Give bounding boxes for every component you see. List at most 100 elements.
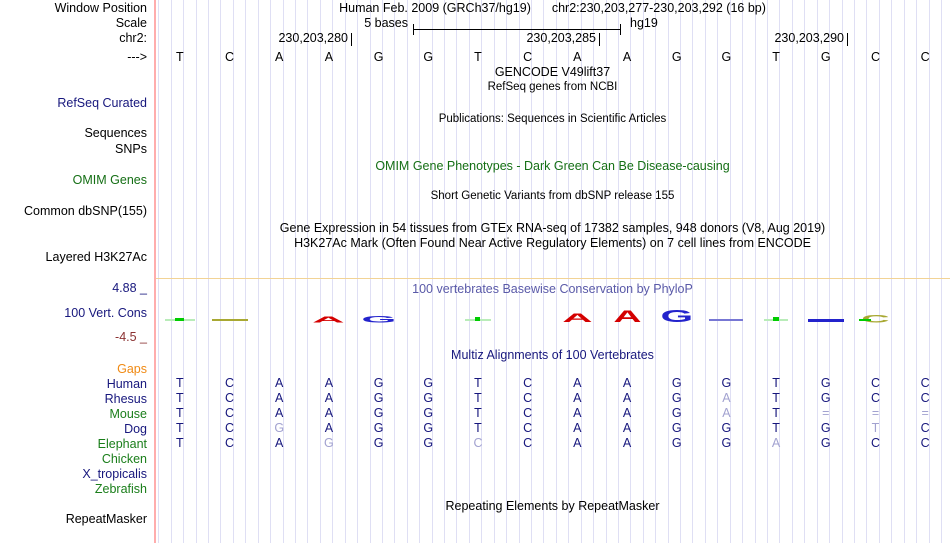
- alignment-base: T: [474, 376, 482, 390]
- multiz-species-label-x_tropicalis[interactable]: X_tropicalis: [82, 467, 147, 481]
- alignment-base: G: [423, 391, 434, 405]
- grid-line: [444, 0, 445, 543]
- grid-line: [891, 0, 893, 543]
- dbsnp-track-title: Short Genetic Variants from dbSNP releas…: [430, 190, 675, 202]
- grid-line: [754, 0, 756, 543]
- alignment-base: T: [772, 391, 780, 405]
- track-label-layered-h3k27ac[interactable]: Layered H3K27Ac: [45, 250, 147, 264]
- alignment-base: A: [622, 406, 632, 420]
- alignment-base: C: [920, 376, 930, 390]
- grid-line: [767, 0, 768, 543]
- sequence-base: C: [523, 50, 533, 64]
- grid-line: [232, 0, 234, 543]
- phylop-dot: [175, 318, 185, 321]
- grid-line: [195, 0, 197, 543]
- grid-line: [518, 0, 520, 543]
- conservation-min-value: -4.5 _: [115, 330, 147, 344]
- sequence-base: A: [573, 50, 582, 64]
- alignment-base: G: [721, 376, 732, 390]
- alignment-base: G: [373, 436, 384, 450]
- track-label-sequences[interactable]: Sequences: [84, 126, 147, 140]
- grid-line: [406, 0, 408, 543]
- alignment-base: T: [474, 406, 482, 420]
- alignment-base: G: [820, 436, 831, 450]
- grid-line: [680, 0, 681, 543]
- multiz-species-label-elephant[interactable]: Elephant: [97, 437, 147, 451]
- grid-line: [580, 0, 582, 543]
- scale-genome-label: hg19: [630, 16, 658, 30]
- track-label-common-dbsnp[interactable]: Common dbSNP(155): [24, 204, 147, 218]
- track-label-snps[interactable]: SNPs: [115, 142, 147, 156]
- grid-line: [183, 0, 185, 543]
- multiz-species-label-mouse[interactable]: Mouse: [109, 407, 147, 421]
- alignment-base: G: [373, 406, 384, 420]
- alignment-base: T: [176, 406, 184, 420]
- multiz-species-label-dog[interactable]: Dog: [124, 422, 147, 436]
- multiz-species-label-chicken[interactable]: Chicken: [101, 452, 147, 466]
- alignment-base: A: [622, 421, 632, 435]
- alignment-base: T: [176, 391, 184, 405]
- alignment-base: G: [274, 421, 285, 435]
- alignment-base: C: [870, 376, 880, 390]
- coordinate-label: 230,203,280: [278, 31, 348, 45]
- alignment-base: A: [573, 391, 582, 405]
- grid-line: [543, 0, 545, 543]
- grid-line: [481, 0, 483, 543]
- multiz-species-label-zebrafish[interactable]: Zebrafish: [94, 482, 147, 496]
- alignment-base: C: [870, 391, 880, 405]
- alignment-base: C: [920, 436, 930, 450]
- alignment-base: A: [573, 406, 582, 420]
- gtex-track-title: Gene Expression in 54 tissues from GTEx …: [279, 221, 826, 235]
- multiz-species-label-human[interactable]: Human: [106, 377, 147, 391]
- grid-line: [791, 0, 793, 543]
- scale-label: Scale: [115, 16, 147, 30]
- grid-line: [270, 0, 272, 543]
- coordinate-tick: [847, 33, 848, 46]
- multiz-track-title: Multiz Alignments of 100 Vertebrates: [451, 348, 654, 362]
- alignment-base: A: [771, 436, 781, 450]
- track-label-omim-genes[interactable]: OMIM Genes: [72, 173, 147, 187]
- sequence-base: T: [176, 50, 184, 64]
- grid-line: [704, 0, 706, 543]
- track-label-refseq-curated[interactable]: RefSeq Curated: [57, 96, 147, 110]
- alignment-base: G: [423, 436, 434, 450]
- window-position-label: Window Position: [54, 1, 147, 15]
- grid-line: [357, 0, 359, 543]
- grid-line: [419, 0, 421, 543]
- grid-line: [332, 0, 334, 543]
- scale-value: 5 bases: [364, 16, 408, 30]
- sequence-base: C: [870, 50, 880, 64]
- grid-line: [344, 0, 346, 543]
- grid-line: [630, 0, 632, 543]
- track-label-gaps[interactable]: Gaps: [117, 362, 147, 376]
- track-label-100-vert-cons[interactable]: 100 Vert. Cons: [64, 306, 147, 320]
- grid-line: [642, 0, 644, 543]
- track-label-repeatmasker[interactable]: RepeatMasker: [65, 512, 147, 526]
- alignment-base: =: [822, 406, 830, 420]
- phylop-letter-A: A: [612, 307, 642, 327]
- alignment-base: C: [920, 391, 930, 405]
- strand-direction-label[interactable]: --->: [127, 50, 147, 64]
- alignment-base: C: [870, 436, 880, 450]
- phylop-dash: [211, 319, 248, 321]
- alignment-base: T: [772, 406, 780, 420]
- alignment-base: C: [225, 376, 235, 390]
- coordinate-label: 230,203,285: [526, 31, 596, 45]
- grid-line: [158, 0, 160, 543]
- alignment-base: A: [324, 376, 334, 390]
- sequence-base: G: [820, 50, 831, 64]
- grid-line: [829, 0, 831, 543]
- alignment-base: T: [772, 376, 780, 390]
- alignment-base: A: [722, 391, 731, 405]
- grid-line: [456, 0, 458, 543]
- alignment-base: A: [275, 436, 284, 450]
- grid-line: [940, 0, 942, 543]
- alignment-base: C: [225, 406, 235, 420]
- grid-line: [381, 0, 383, 543]
- alignment-base: A: [324, 421, 334, 435]
- scale-bar-right-tick: [620, 24, 621, 35]
- coordinate-tick: [351, 33, 352, 46]
- alignment-base: T: [176, 376, 184, 390]
- multiz-species-label-rhesus[interactable]: Rhesus: [104, 392, 147, 406]
